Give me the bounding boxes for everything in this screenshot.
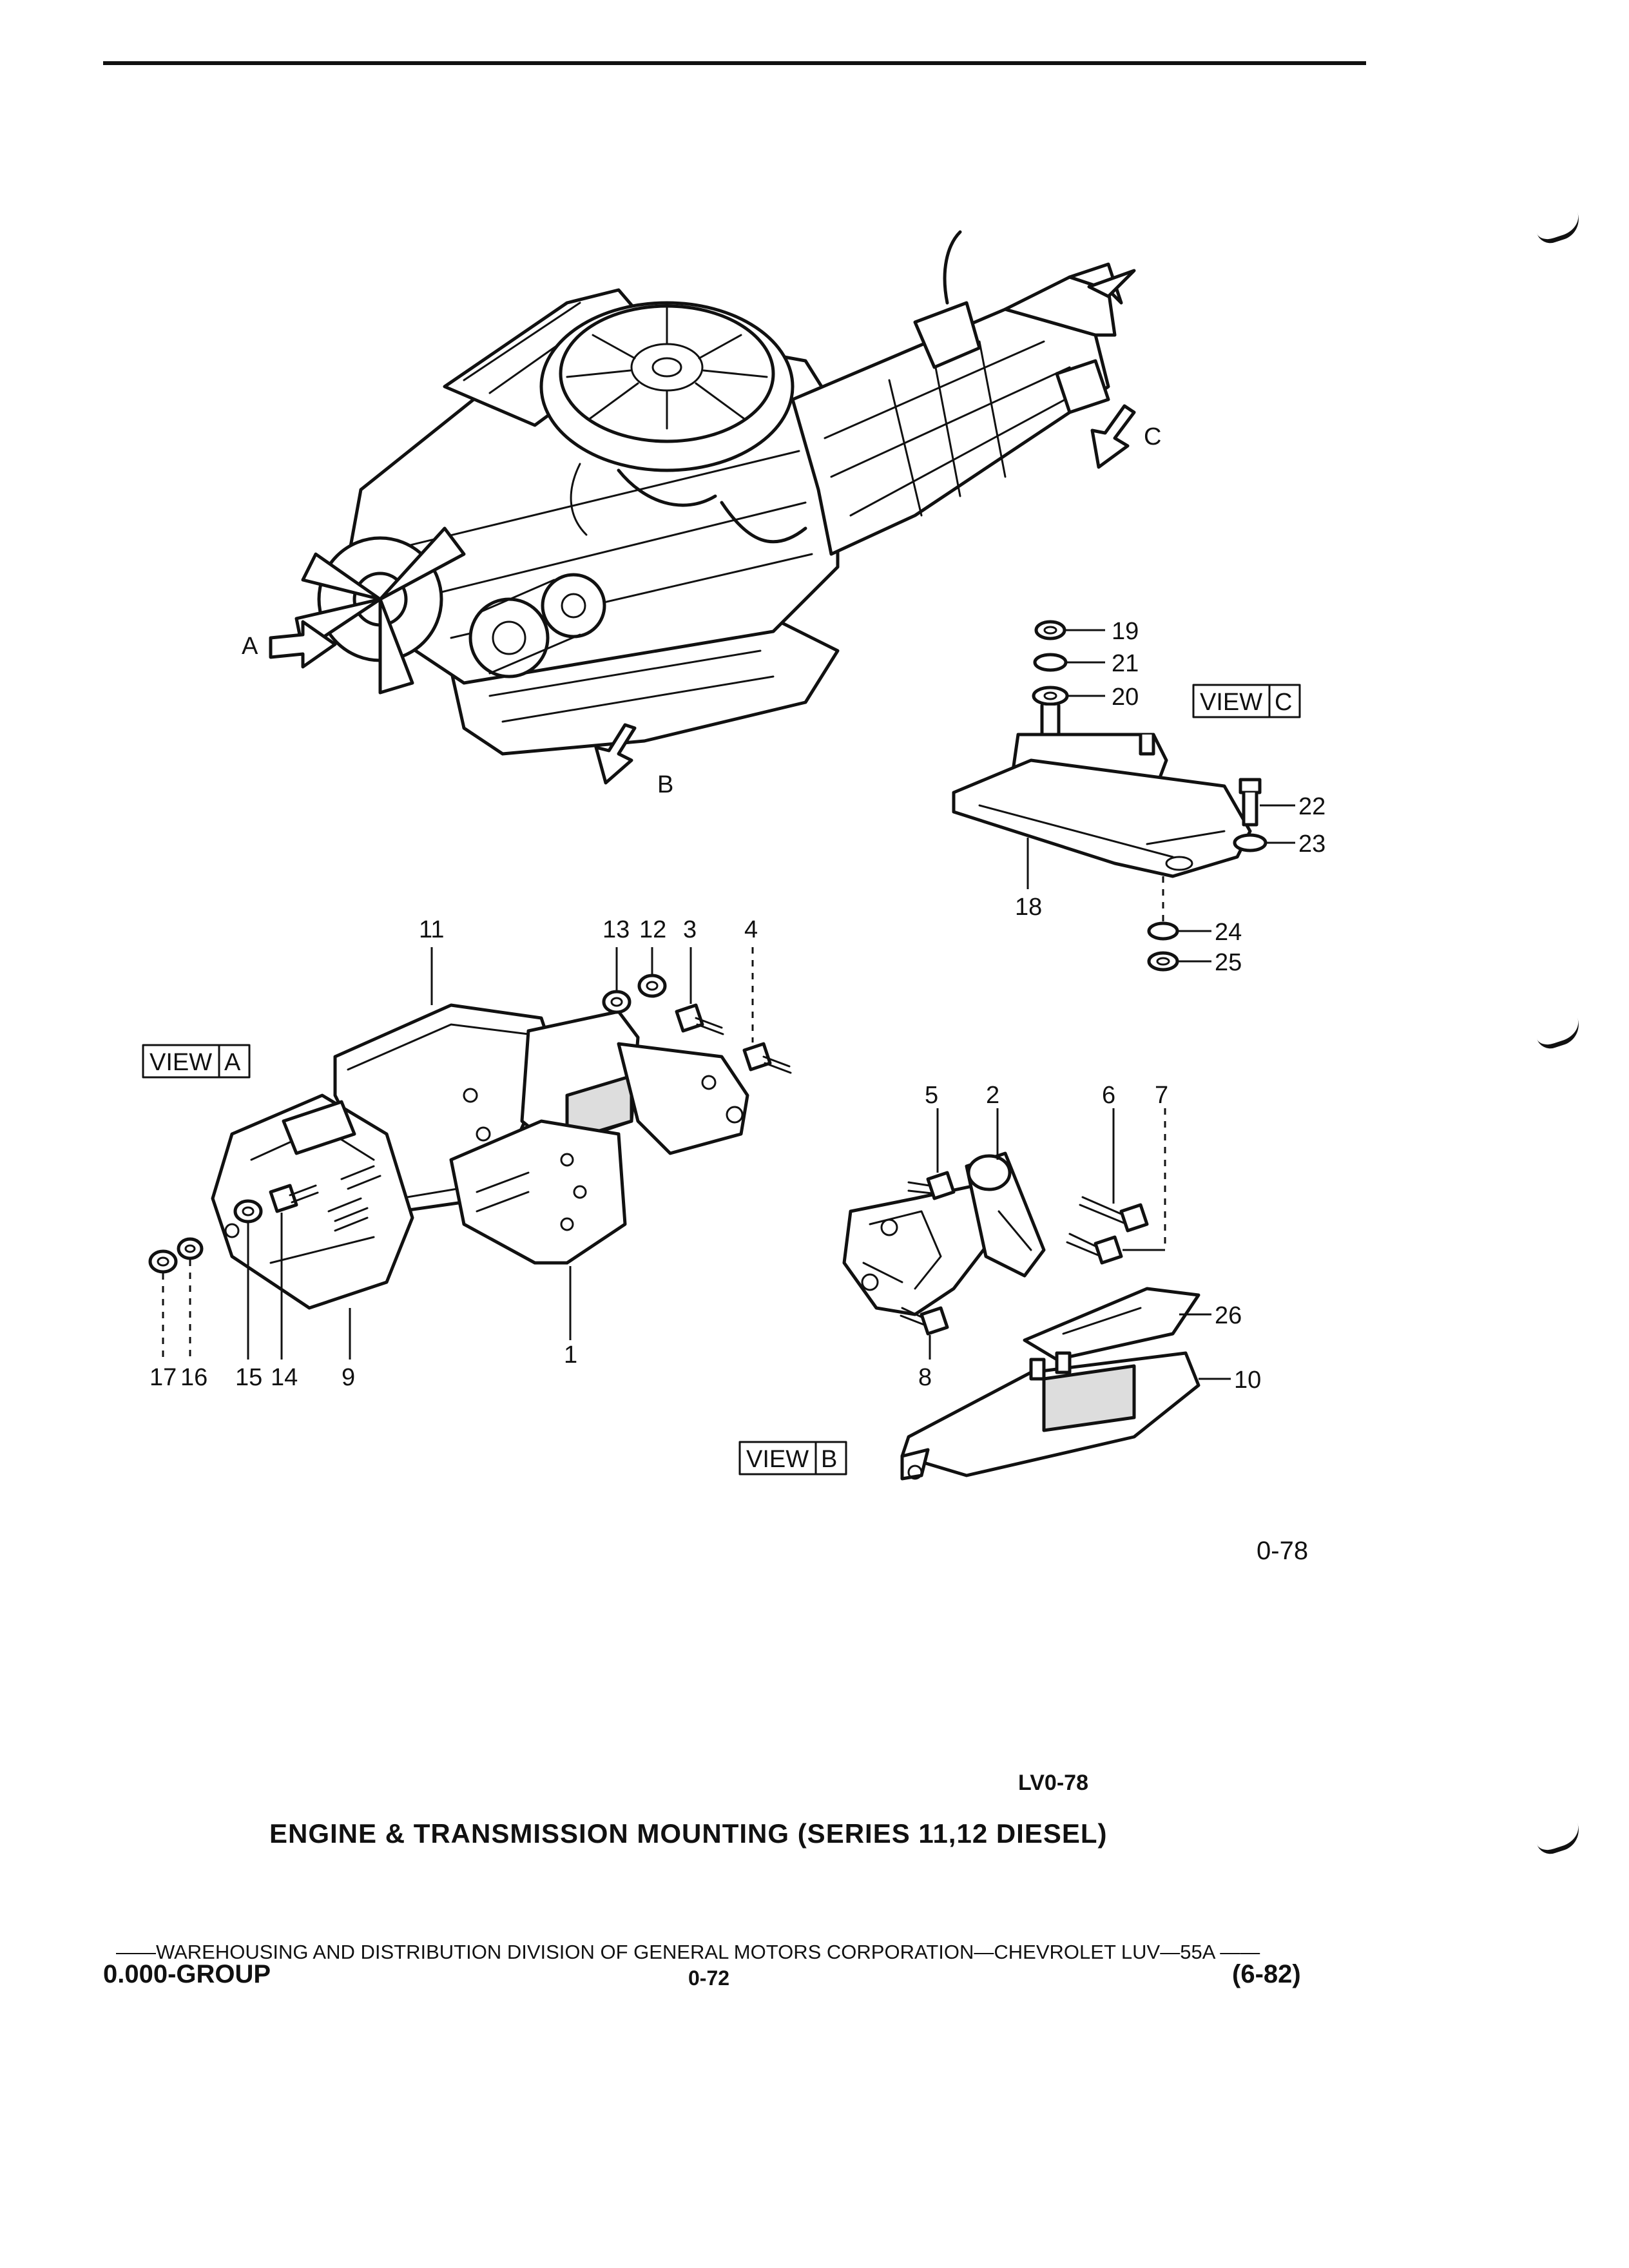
- callout-24: 24: [1215, 919, 1242, 946]
- callout-22: 22: [1298, 793, 1325, 820]
- side-mount-assembly: [842, 1108, 1231, 1481]
- callout-19: 19: [1112, 618, 1139, 645]
- svg-text:B: B: [821, 1446, 837, 1473]
- svg-text:VIEW: VIEW: [746, 1446, 809, 1473]
- header-rule: [103, 61, 1366, 65]
- svg-text:A: A: [224, 1049, 241, 1076]
- callout-13: 13: [602, 916, 630, 943]
- callout-8: 8: [918, 1364, 932, 1391]
- callout-2: 2: [986, 1082, 999, 1109]
- callout-14: 14: [271, 1364, 298, 1391]
- figure-caption: ENGINE & TRANSMISSION MOUNTING (SERIES 1…: [269, 1818, 1108, 1849]
- callout-23: 23: [1298, 831, 1325, 858]
- callout-21: 21: [1112, 650, 1139, 677]
- svg-text:A: A: [242, 633, 258, 660]
- callout-1: 1: [564, 1341, 577, 1369]
- callout-18: 18: [1015, 894, 1042, 921]
- callout-11: 11: [419, 916, 444, 943]
- engine-transmission-assembly: [294, 230, 1136, 756]
- callout-3: 3: [683, 916, 697, 943]
- callout-17: 17: [149, 1364, 177, 1391]
- front-mount-assembly: [148, 947, 792, 1360]
- callout-5: 5: [925, 1082, 938, 1109]
- rear-mount-assembly: [952, 620, 1295, 972]
- callout-16: 16: [180, 1364, 207, 1391]
- view-a-box: VIEW A: [142, 1044, 251, 1079]
- svg-text:C: C: [1144, 423, 1161, 450]
- callout-7: 7: [1155, 1082, 1168, 1109]
- svg-text:VIEW: VIEW: [1200, 689, 1262, 716]
- callout-9: 9: [342, 1364, 355, 1391]
- callout-26: 26: [1215, 1302, 1242, 1329]
- reference-code: LV0-78: [1018, 1771, 1088, 1795]
- page-number: 0-72: [688, 1966, 730, 1990]
- callout-12: 12: [639, 916, 666, 943]
- view-arrow-a: A: [242, 620, 337, 669]
- callout-6: 6: [1102, 1082, 1115, 1109]
- figure-number: 0-78: [1257, 1537, 1309, 1565]
- svg-text:B: B: [657, 771, 673, 798]
- svg-text:VIEW: VIEW: [149, 1049, 212, 1076]
- view-arrow-b: B: [594, 723, 673, 798]
- callout-25: 25: [1215, 949, 1242, 976]
- date-code: (6-82): [1232, 1960, 1301, 1988]
- callout-4: 4: [744, 916, 758, 943]
- publisher-line: ——WAREHOUSING AND DISTRIBUTION DIVISION …: [116, 1941, 1260, 1963]
- callout-15: 15: [235, 1364, 262, 1391]
- view-b-box: VIEW B: [738, 1441, 847, 1475]
- group-label: 0.000-GROUP: [103, 1960, 271, 1988]
- svg-text:C: C: [1275, 689, 1292, 716]
- callout-20: 20: [1112, 684, 1139, 711]
- view-arrow-c: C: [1090, 404, 1161, 469]
- view-c-box: VIEW C: [1192, 684, 1301, 718]
- callout-10: 10: [1234, 1367, 1261, 1394]
